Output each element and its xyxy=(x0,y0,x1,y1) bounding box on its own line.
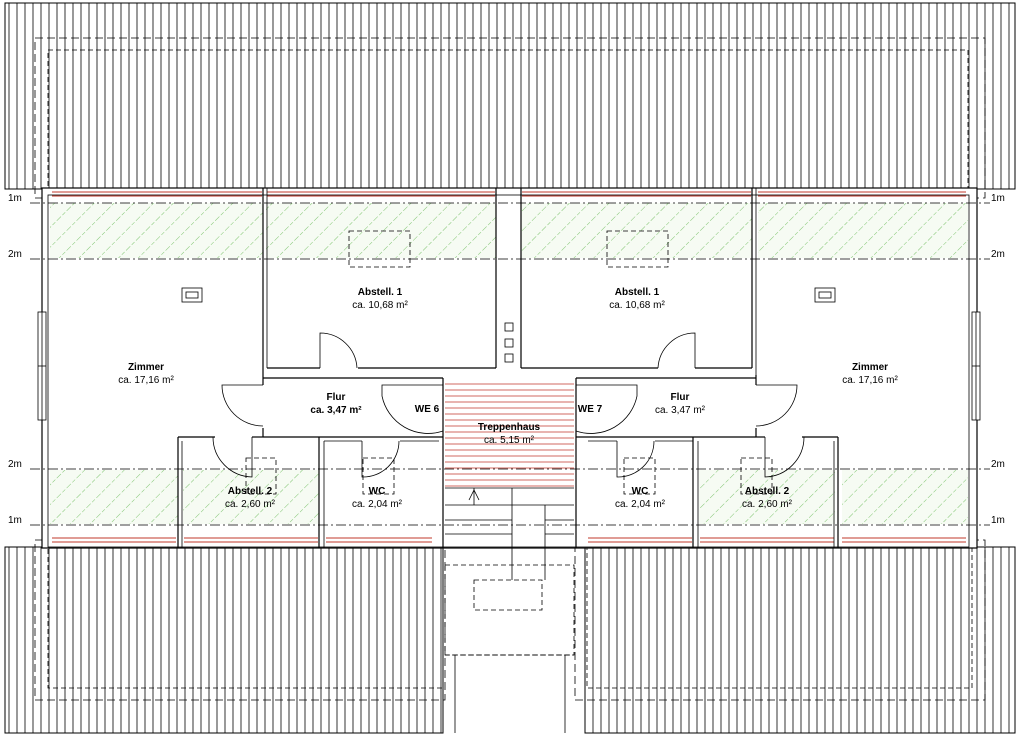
height-guides xyxy=(30,202,990,526)
room-area-abstell2-right: ca. 2,60 m² xyxy=(742,499,793,510)
height-mark-labels: 1m 1m 2m 2m 2m 2m 1m 1m xyxy=(8,193,1005,526)
room-area-wc-left: ca. 2,04 m² xyxy=(352,499,403,510)
room-area-treppenhaus: ca. 5,15 m² xyxy=(484,435,535,446)
room-name-abstell1-left: Abstell. 1 xyxy=(358,287,403,298)
room-name-zimmer-right: Zimmer xyxy=(852,362,888,373)
room-name-zimmer-left: Zimmer xyxy=(128,362,164,373)
room-labels: Abstell. 1 ca. 10,68 m² Abstell. 1 ca. 1… xyxy=(118,287,898,510)
mark-2m-bottom-right: 2m xyxy=(991,459,1005,470)
mark-1m-top-left: 1m xyxy=(8,193,22,204)
staircase xyxy=(444,380,575,733)
mark-1m-bottom-right: 1m xyxy=(991,515,1005,526)
room-area-abstell1-left: ca. 10,68 m² xyxy=(352,300,408,311)
room-area-wc-right: ca. 2,04 m² xyxy=(615,499,666,510)
side-windows xyxy=(37,311,981,421)
room-area-zimmer-right: ca. 17,16 m² xyxy=(842,375,898,386)
low-ceiling-zones xyxy=(50,203,968,524)
roof-top xyxy=(4,2,1016,199)
room-area-abstell2-left: ca. 2,60 m² xyxy=(225,499,276,510)
room-name-abstell2-left: Abstell. 2 xyxy=(228,486,273,497)
doors xyxy=(212,332,805,478)
mark-2m-bottom-left: 2m xyxy=(8,459,22,470)
room-name-wc-right: WC xyxy=(632,486,649,497)
mark-1m-top-right: 1m xyxy=(991,193,1005,204)
mark-1m-bottom-left: 1m xyxy=(8,515,22,526)
roof-bottom xyxy=(4,539,1016,734)
room-name-abstell2-right: Abstell. 2 xyxy=(745,486,790,497)
shafts xyxy=(504,322,514,363)
unit-label-left: WE 6 xyxy=(415,404,440,415)
room-name-abstell1-right: Abstell. 1 xyxy=(615,287,660,298)
room-area-zimmer-left: ca. 17,16 m² xyxy=(118,375,174,386)
mark-2m-top-left: 2m xyxy=(8,249,22,260)
room-area-abstell1-right: ca. 10,68 m² xyxy=(609,300,665,311)
room-name-flur-left: Flur xyxy=(327,392,346,403)
room-area-flur-left: ca. 3,47 m² xyxy=(310,405,362,416)
room-area-flur-right: ca. 3,47 m² xyxy=(655,405,706,416)
mark-2m-top-right: 2m xyxy=(991,249,1005,260)
room-name-treppenhaus: Treppenhaus xyxy=(478,422,541,433)
walls xyxy=(41,187,978,549)
room-name-flur-right: Flur xyxy=(671,392,690,403)
unit-label-right: WE 7 xyxy=(578,404,603,415)
room-name-wc-left: WC xyxy=(369,486,386,497)
